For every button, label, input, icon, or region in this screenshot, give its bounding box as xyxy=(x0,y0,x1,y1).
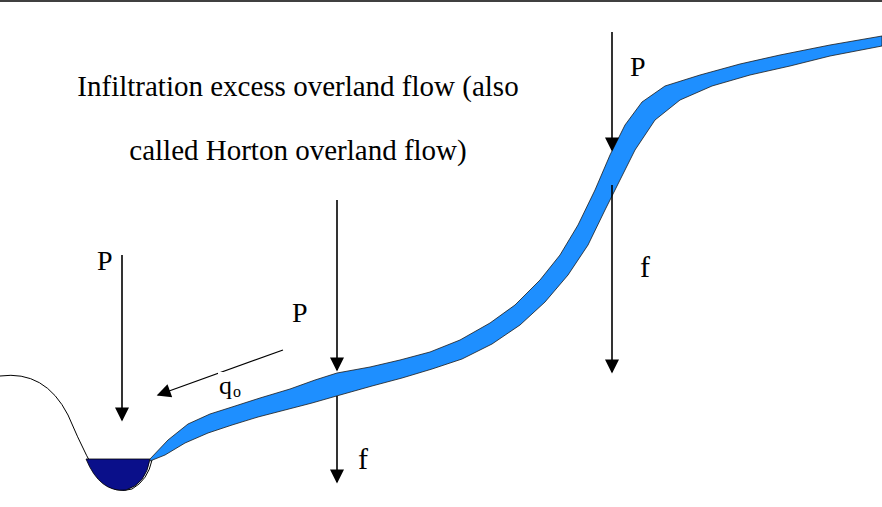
infiltration-arrow xyxy=(336,396,338,482)
precipitation-arrow xyxy=(121,255,123,420)
ground-surface xyxy=(0,375,152,490)
flow-subscript: o xyxy=(232,383,242,401)
diagram-title: Infiltration excess overland flow (also … xyxy=(48,54,548,182)
infiltration-arrow xyxy=(611,185,613,372)
infiltration-label: f xyxy=(640,250,650,283)
flow-symbol: q xyxy=(218,372,233,401)
infiltration-label: f xyxy=(358,442,368,475)
precipitation-label: P xyxy=(97,246,113,277)
precipitation-label: P xyxy=(292,298,308,329)
precipitation-arrow xyxy=(336,200,338,370)
frame-line xyxy=(0,0,882,2)
precipitation-label: P xyxy=(630,52,646,83)
precipitation-arrow xyxy=(611,32,613,150)
stream-channel xyxy=(86,459,150,490)
